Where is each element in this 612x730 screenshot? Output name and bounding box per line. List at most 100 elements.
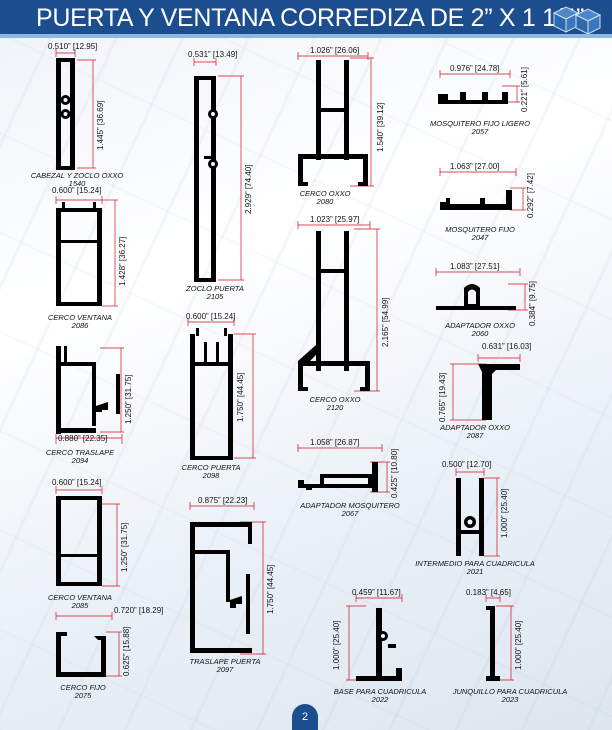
profile-2094-label: CERCO TRASLAPE 2094 — [15, 449, 145, 465]
profile-2060: 1.083” [27.51] 0.384” [9.75] ADAPTADOR O… — [420, 262, 610, 344]
profile-2085-name: CERCO VENTANA — [47, 593, 113, 602]
profile-2022-name: BASE PARA CUADRICULA — [333, 687, 427, 696]
profile-2080-name: CERCO OXXO — [299, 189, 351, 198]
profile-2047-label: MOSQUITERO FIJO 2047 — [420, 226, 540, 242]
profile-2105-drawing — [193, 58, 244, 282]
profile-2060-code: 2060 — [471, 329, 489, 338]
profile-2021-name: INTERMEDIO PARA CUADRICULA — [415, 559, 535, 568]
profile-2097-label: TRASLAPE PUERTA 2097 — [160, 658, 290, 674]
profile-2086-width: 0.600” [15.24] — [52, 186, 102, 195]
profile-2085-code: 2085 — [71, 601, 89, 610]
profile-2022: 0.459” [11.67] 1.000” [25.40] BASE PARA … — [330, 584, 450, 709]
profile-2087-drawing — [450, 354, 521, 421]
profile-2080-code: 2080 — [316, 197, 334, 206]
profile-2085: 0.600” [15.24] 1.250” [31.75] CERCO VENT… — [30, 474, 140, 619]
profile-2080-label: CERCO OXXO 2080 — [260, 190, 390, 206]
profile-2085-height: 1.250” [31.75] — [120, 522, 129, 572]
profile-2098-width: 0.600” [15.24] — [186, 312, 236, 321]
profile-2023-code: 2023 — [501, 695, 519, 704]
profile-2047: 1.063” [27.00] 0.292” [7.42] MOSQUITERO … — [420, 162, 610, 252]
profile-2060-height: 0.384” [9.75] — [528, 281, 537, 326]
profile-1540-width: 0.510” [12.95] — [48, 42, 98, 51]
profile-2060-width: 1.083” [27.51] — [450, 262, 500, 271]
profile-2022-code: 2022 — [371, 695, 389, 704]
profile-2120-width: 1.023” [25.97] — [310, 215, 360, 224]
profile-2097-height: 1.750” [44.45] — [266, 564, 275, 614]
profile-2075: 0.720” [18.29] 0.625” [15.88] CERCO FIJO… — [30, 604, 180, 704]
profile-2075-code: 2075 — [74, 691, 92, 700]
profile-2075-label: CERCO FIJO 2075 — [18, 684, 148, 700]
profile-2023-width: 0.183” [4.65] — [466, 588, 511, 597]
header-accent-band — [0, 34, 612, 38]
profile-2120-code: 2120 — [326, 403, 344, 412]
profile-2022-drawing — [346, 594, 403, 681]
profile-1540-label: CABEZAL Y ZOCLO OXXO 1540 — [2, 172, 152, 188]
profile-2120-label: CERCO OXXO 2120 — [270, 396, 400, 412]
profile-2087-code: 2087 — [466, 431, 484, 440]
profile-2075-width: 0.720” [18.29] — [114, 606, 164, 615]
profile-2022-width: 0.459” [11.67] — [352, 588, 401, 597]
page-number: 2 — [292, 704, 318, 730]
profile-2094-name: CERCO TRASLAPE — [45, 448, 115, 457]
profile-2087: 0.631” [16.03] 0.765” [19.43] ADAPTADOR … — [420, 338, 610, 448]
profile-2094-width: 0.880” [22.35] — [58, 434, 108, 443]
profile-2022-label: BASE PARA CUADRICULA 2022 — [320, 688, 440, 704]
profile-2097-drawing — [189, 502, 266, 655]
profile-2098-drawing — [187, 318, 256, 460]
profile-2097-code: 2097 — [216, 665, 234, 674]
profile-2087-width: 0.631” [16.03] — [482, 342, 532, 351]
profile-1540-code: 1540 — [68, 179, 86, 188]
profile-2080-width: 1.026” [26.06] — [310, 46, 360, 55]
profile-2105-name: ZOCLO PUERTA — [186, 284, 244, 293]
profile-2098-code: 2098 — [202, 471, 220, 480]
profile-2057-name: MOSQUITERO FIJO LIGERO — [429, 119, 530, 128]
profile-2098: 0.600” [15.24] 1.750” [44.45] CERCO PUER… — [170, 312, 290, 482]
profile-2060-drawing — [435, 268, 528, 311]
profile-2067-drawing — [297, 444, 390, 493]
profile-2023: 0.183” [4.65] 1.000” [25.40] JUNQUILLO P… — [440, 584, 580, 709]
cube-logo-icon — [552, 6, 602, 35]
profile-2057-height: 0.221” [5.61] — [520, 67, 529, 112]
profile-2087-name: ADAPTADOR OXXO — [440, 423, 510, 432]
profile-2097: 0.875” [22.23] 1.750” [44.45] TRASLAPE P… — [170, 492, 300, 674]
profile-2021: 0.500” [12.70] 1.000” [25.40] INTERMEDIO… — [400, 456, 580, 586]
profile-2023-name: JUNQUILLO PARA CUADRICULA — [452, 687, 568, 696]
profile-2023-drawing — [485, 594, 514, 681]
profile-2047-name: MOSQUITERO FIJO — [445, 225, 515, 234]
profile-2067: 1.058” [26.87] 0.425” [10.80] ADAPTADOR … — [280, 432, 420, 532]
profile-2086: 0.600” [15.24] 1.428” [36.27] CERCO VENT… — [30, 186, 140, 336]
profile-2105: 0.531” [13.49] 2.929” [74.40] ZOCLO PUER… — [170, 50, 280, 312]
profile-2075-height: 0.625” [15.88] — [122, 626, 131, 676]
profile-2097-name: TRASLAPE PUERTA — [189, 657, 261, 666]
profile-2060-name: ADAPTADOR OXXO — [445, 321, 515, 330]
profile-2067-code: 2067 — [341, 509, 359, 518]
profile-2086-code: 2086 — [71, 321, 89, 330]
profile-2094-code: 2094 — [71, 456, 89, 465]
profile-2097-width: 0.875” [22.23] — [198, 496, 248, 505]
profile-2021-height: 1.000” [25.40] — [500, 488, 509, 538]
profile-2057-width: 0.976” [24.78] — [450, 64, 500, 73]
profile-1540: 0.510” [12.95] 1.445” [36.69] CABEZAL Y … — [30, 42, 130, 192]
profile-2120-height: 2.165” [54.99] — [381, 297, 390, 347]
profile-2047-drawing — [439, 168, 526, 211]
profile-2098-height: 1.750” [44.45] — [236, 372, 245, 422]
profile-2021-code: 2021 — [466, 567, 484, 576]
profile-2120: 1.023” [25.97] 2.165” [54.99] CERCO OXXO… — [280, 215, 410, 415]
profile-2087-height: 0.765” [19.43] — [438, 372, 447, 422]
profile-2021-drawing — [455, 468, 500, 557]
profile-2075-drawing — [55, 612, 122, 677]
profile-2105-width: 0.531” [13.49] — [188, 50, 238, 59]
profile-2094-drawing — [55, 346, 124, 444]
profile-2067-height: 0.425” [10.80] — [390, 448, 399, 498]
profile-2080-drawing — [297, 52, 374, 187]
profile-2085-width: 0.600” [15.24] — [52, 478, 102, 487]
profile-2094: 0.880” [22.35] 1.250” [31.75] CERCO TRAS… — [30, 338, 150, 478]
profile-2120-name: CERCO OXXO — [309, 395, 361, 404]
profile-2047-width: 1.063” [27.00] — [450, 162, 500, 171]
profile-2021-label: INTERMEDIO PARA CUADRICULA 2021 — [400, 560, 550, 576]
profile-2080-height: 1.540” [39.12] — [376, 102, 385, 152]
profile-2087-label: ADAPTADOR OXXO 2087 — [420, 424, 530, 440]
profile-2086-label: CERCO VENTANA 2086 — [15, 314, 145, 330]
profile-2105-height: 2.929” [74.40] — [244, 164, 253, 214]
